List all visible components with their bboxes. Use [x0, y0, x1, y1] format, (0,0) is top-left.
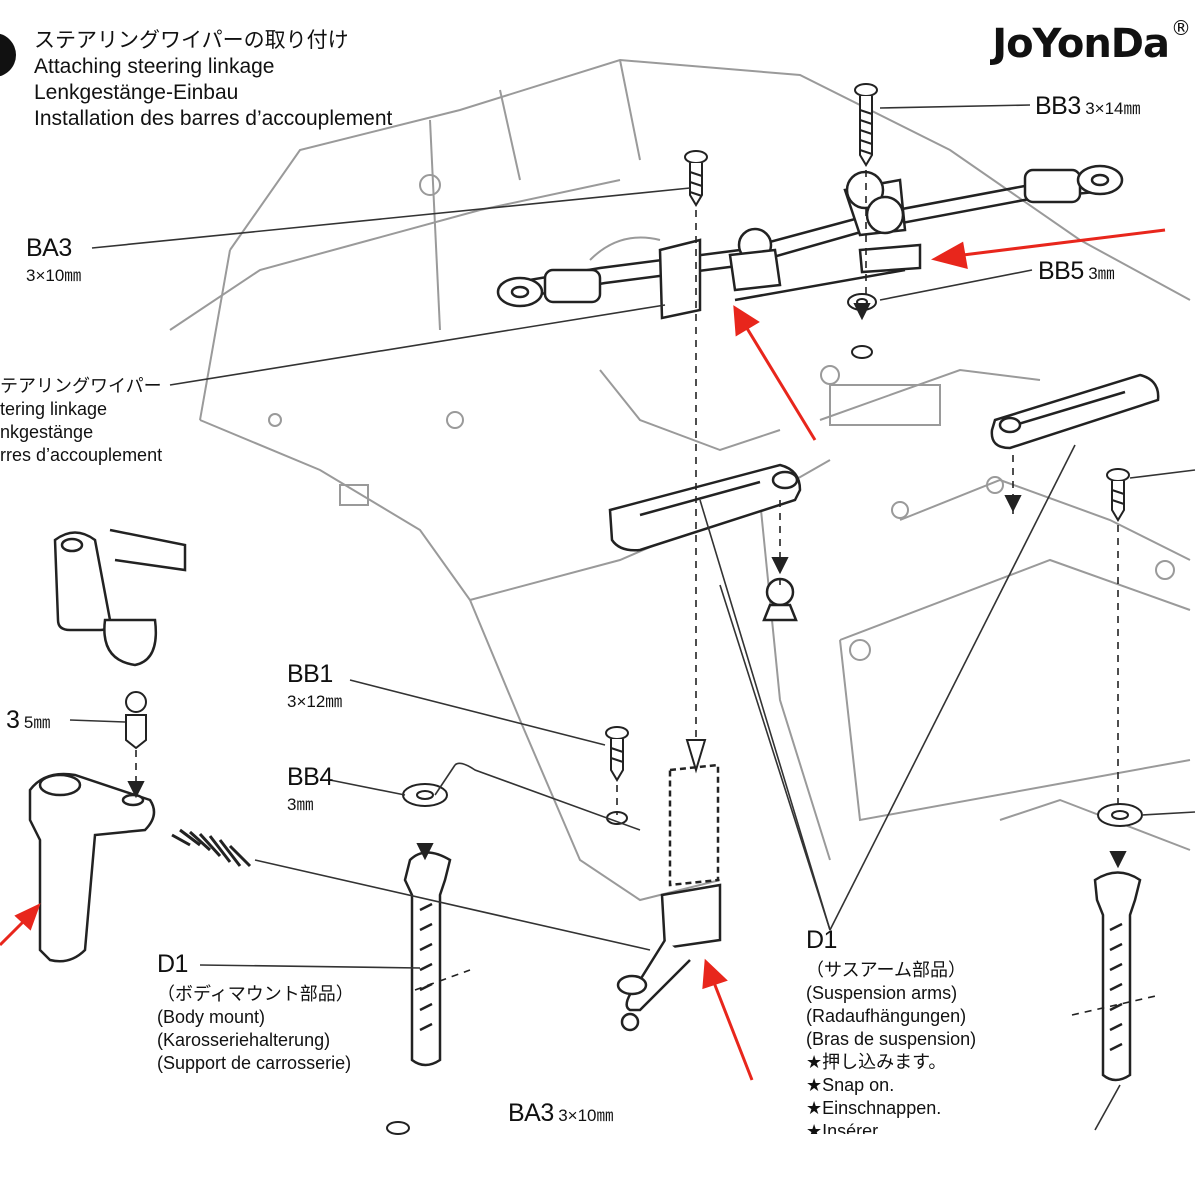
highlight-arrows [0, 228, 1166, 1081]
part-code: BB4 [287, 763, 333, 791]
screws [125, 83, 1130, 1135]
part-code: 3 [6, 706, 20, 734]
d1-susp-ja: （サスアーム部品） [806, 960, 967, 980]
callout-bb4: BB4 3㎜ [287, 763, 333, 814]
part-code: BA3 [26, 234, 72, 262]
part-code: BB3 [1035, 92, 1081, 120]
d1-susp-fr: (Bras de suspension) [806, 1029, 977, 1049]
title-en: Attaching steering linkage [34, 55, 275, 78]
note-de: ★Einschnappen. [806, 1098, 942, 1118]
d1-body-fr: (Support de carrosserie) [157, 1053, 352, 1073]
steering-linkage-upper [496, 164, 1124, 320]
step-marker [0, 33, 16, 77]
part-code: D1 [157, 950, 188, 978]
part-code: BB5 [1038, 257, 1084, 285]
part-code: BA3 [508, 1099, 554, 1127]
note-ja: ★押し込みます。 [806, 1052, 947, 1072]
callout-bb1: BB1 3×12㎜ [287, 660, 343, 711]
title-de: Lenkgestänge-Einbau [34, 81, 239, 104]
push-arrows [127, 303, 1127, 869]
step-title: ステアリングワイパーの取り付け Attaching steering linka… [34, 28, 392, 132]
linkage-de: nkgestänge [0, 422, 94, 442]
d1-susp-de: (Radaufhängungen) [806, 1006, 967, 1026]
part-code: D1 [806, 926, 837, 954]
part-size: 5㎜ [23, 713, 51, 732]
tool-and-hub [28, 528, 187, 963]
callout-d1-body-mount: D1 （ボディマウント部品） (Body mount) (Karosserieh… [157, 952, 354, 1075]
part-size: 3×12㎜ [287, 692, 343, 711]
brand-name: JoYonDa [992, 21, 1170, 67]
d1-body-en: (Body mount) [157, 1007, 266, 1027]
d1-susp-en: (Suspension arms) [806, 983, 958, 1003]
guide-lines [135, 170, 1161, 1016]
washers [402, 293, 1143, 827]
linkage-fr: rres d’accouplement [0, 445, 163, 465]
d1-body-ja: （ボディマウント部品） [157, 984, 354, 1004]
part-size: 3㎜ [287, 795, 314, 814]
body-mount-posts [403, 851, 1142, 1082]
steering-crank [616, 763, 722, 1032]
part-code: BB1 [287, 660, 333, 688]
callout-ba3-left: BA3 3×10㎜ [26, 234, 82, 285]
linkage-ja: テアリングワイパー [0, 376, 162, 396]
callout-d1-suspension: D1 （サスアーム部品） (Suspension arms) (Radaufhä… [806, 926, 977, 1135]
twist-symbol [171, 828, 252, 868]
callout-ba3-bottom: BA3 3×10㎜ [508, 1101, 614, 1126]
callout-bb3: BB3 3×14㎜ [1035, 94, 1141, 119]
callout-steering-linkage: テアリングワイパー tering linkage nkgestänge rres… [0, 375, 162, 467]
suspension-arms [608, 373, 1160, 622]
note-en: ★Snap on. [806, 1075, 895, 1095]
part-size: 3×10㎜ [26, 266, 82, 285]
brand-logo: JoYonDa® [992, 16, 1191, 67]
part-size: 3×10㎜ [558, 1106, 614, 1125]
callout-left-partial: 3 5㎜ [6, 708, 50, 733]
part-size: 3×14㎜ [1085, 99, 1141, 118]
note-fr: ★Insérer [806, 1121, 879, 1134]
registered-mark: ® [1171, 16, 1191, 40]
part-size: 3㎜ [1088, 264, 1115, 283]
linkage-en: tering linkage [0, 399, 108, 419]
chassis-outline [169, 58, 1191, 902]
title-fr: Installation des barres d’accouplement [34, 107, 393, 130]
title-ja: ステアリングワイパーの取り付け [34, 29, 349, 52]
d1-body-de: (Karosseriehalterung) [157, 1030, 331, 1050]
callout-bb5: BB5 3㎜ [1038, 259, 1115, 284]
leader-lines [69, 104, 1196, 1131]
